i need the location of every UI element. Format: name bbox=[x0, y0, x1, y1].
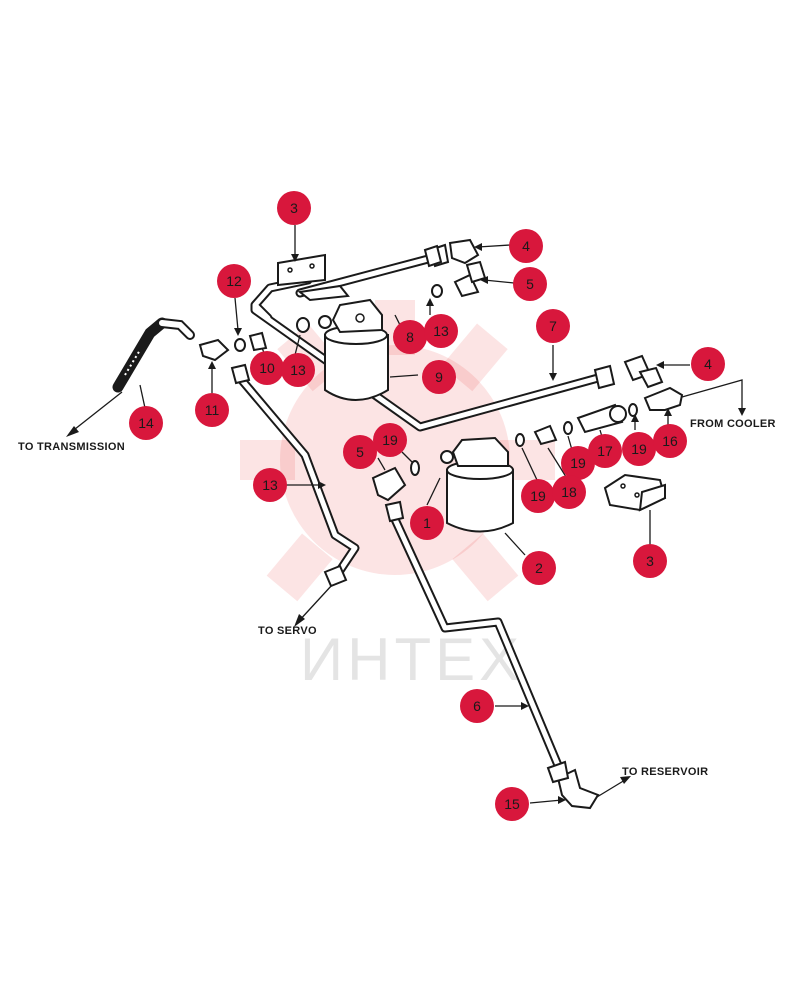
callout-19-b: 19 bbox=[622, 432, 656, 466]
callout-13-c: 13 bbox=[253, 468, 287, 502]
callout-16: 16 bbox=[653, 424, 687, 458]
bracket-3-right bbox=[603, 473, 667, 512]
fitting-18 bbox=[533, 424, 558, 446]
watermark-text: ИНТЕХ bbox=[300, 626, 523, 693]
svg-text:19: 19 bbox=[631, 441, 647, 457]
svg-text:6: 6 bbox=[473, 698, 481, 714]
svg-text:16: 16 bbox=[662, 433, 678, 449]
callout-15: 15 bbox=[495, 787, 529, 821]
callout-5-top: 5 bbox=[513, 267, 547, 301]
callout-9: 9 bbox=[422, 360, 456, 394]
leader-lines bbox=[66, 225, 746, 804]
end-nut-top bbox=[423, 244, 443, 268]
washer-8 bbox=[431, 284, 443, 298]
callout-13-a: 13 bbox=[424, 314, 458, 348]
callout-14: 14 bbox=[129, 406, 163, 440]
svg-text:13: 13 bbox=[262, 477, 278, 493]
filter-2 bbox=[440, 436, 514, 533]
callout-13-b: 13 bbox=[281, 353, 315, 387]
fitting-4-right bbox=[623, 354, 664, 389]
svg-text:17: 17 bbox=[597, 443, 613, 459]
callout-3-top: 3 bbox=[277, 191, 311, 225]
callout-10: 10 bbox=[250, 351, 284, 385]
fitting-5-mid bbox=[371, 466, 407, 502]
callout-4-top: 4 bbox=[509, 229, 543, 263]
svg-text:19: 19 bbox=[382, 432, 398, 448]
callout-19-a: 19 bbox=[373, 423, 407, 457]
svg-text:15: 15 bbox=[504, 796, 520, 812]
end-nut-7 bbox=[593, 364, 616, 390]
callout-12: 12 bbox=[217, 264, 251, 298]
svg-text:19: 19 bbox=[530, 488, 546, 504]
svg-text:1: 1 bbox=[423, 515, 431, 531]
callout-8: 8 bbox=[393, 320, 427, 354]
end-nut-6-top bbox=[384, 500, 405, 523]
svg-text:18: 18 bbox=[561, 484, 577, 500]
callout-18: 18 bbox=[552, 475, 586, 509]
end-nut-13-top bbox=[230, 363, 251, 385]
callout-3-right: 3 bbox=[633, 544, 667, 578]
fitting-5-top bbox=[453, 260, 487, 298]
fitting-10-12 bbox=[234, 317, 310, 352]
svg-text:19: 19 bbox=[570, 455, 586, 471]
svg-text:5: 5 bbox=[526, 276, 534, 292]
callout-5-mid: 5 bbox=[343, 435, 377, 469]
callout-17: 17 bbox=[588, 434, 622, 468]
svg-text:7: 7 bbox=[549, 318, 557, 334]
fitting-16 bbox=[643, 386, 684, 411]
svg-text:4: 4 bbox=[522, 238, 530, 254]
svg-text:3: 3 bbox=[646, 553, 654, 569]
filter-9 bbox=[318, 298, 389, 401]
svg-text:5: 5 bbox=[356, 444, 364, 460]
label-to-servo: TO SERVO bbox=[258, 625, 317, 637]
callout-19-c: 19 bbox=[561, 446, 595, 480]
svg-text:4: 4 bbox=[704, 356, 712, 372]
callout-1: 1 bbox=[410, 506, 444, 540]
svg-text:13: 13 bbox=[290, 362, 306, 378]
callout-11: 11 bbox=[195, 393, 229, 427]
callout-4-right: 4 bbox=[691, 347, 725, 381]
svg-text:8: 8 bbox=[406, 329, 414, 345]
end-nut-servo bbox=[323, 564, 348, 588]
svg-text:3: 3 bbox=[290, 200, 298, 216]
bracket-3-top bbox=[277, 253, 350, 302]
callout-7: 7 bbox=[536, 309, 570, 343]
pipe-13 bbox=[235, 373, 360, 583]
svg-text:12: 12 bbox=[226, 273, 242, 289]
pipe-6 bbox=[388, 510, 565, 775]
fitting-11 bbox=[198, 338, 230, 362]
pipe-top bbox=[295, 253, 437, 298]
fitting-17 bbox=[576, 403, 627, 434]
svg-text:11: 11 bbox=[205, 402, 220, 418]
svg-text:10: 10 bbox=[259, 360, 275, 376]
callout-2: 2 bbox=[522, 551, 556, 585]
label-from-cooler: FROM COOLER bbox=[690, 418, 776, 430]
svg-text:9: 9 bbox=[435, 369, 443, 385]
label-to-reservoir: TO RESERVOIR bbox=[622, 766, 708, 778]
svg-text:2: 2 bbox=[535, 560, 543, 576]
o-rings-19 bbox=[410, 403, 638, 476]
svg-text:13: 13 bbox=[433, 323, 449, 339]
svg-text:14: 14 bbox=[138, 415, 154, 431]
fitting-15 bbox=[546, 760, 600, 810]
callout-6: 6 bbox=[460, 689, 494, 723]
label-to-transmission: TO TRANSMISSION bbox=[18, 441, 125, 453]
callout-19-d: 19 bbox=[521, 479, 555, 513]
hose-14 bbox=[112, 317, 195, 393]
